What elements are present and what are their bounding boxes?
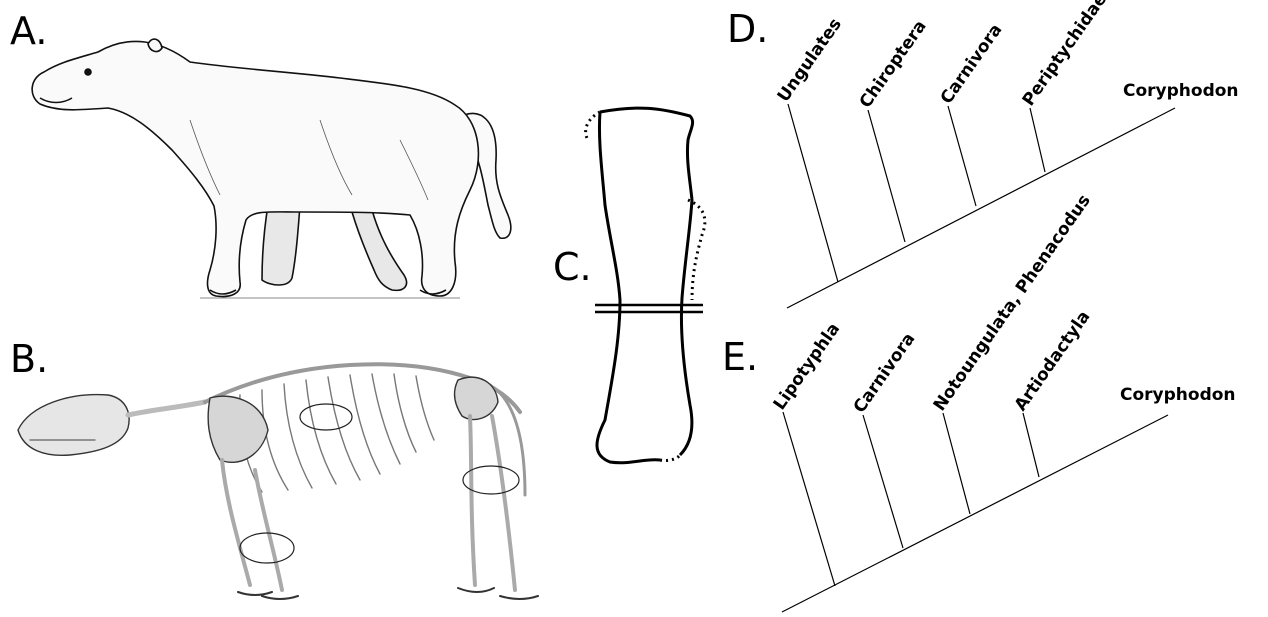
tree-d-branch-2 <box>868 110 905 242</box>
tree-e-taxon-4: Artiodactyla <box>1011 307 1095 415</box>
bone-outline <box>586 108 705 463</box>
tree-e-taxon-2: Carnivora <box>850 329 920 417</box>
tree-d-taxon-5: Coryphodon <box>1123 81 1239 101</box>
cladogram-d-labels: Ungulates Chiroptera Carnivora Periptych… <box>774 0 1239 112</box>
tree-e-taxon-5: Coryphodon <box>1120 385 1236 405</box>
tree-e-branch-3 <box>943 413 970 514</box>
cladogram-d <box>787 104 1175 308</box>
tree-d-taxon-4: Periptychidae <box>1019 0 1112 110</box>
tree-d-taxon-1: Ungulates <box>774 15 846 106</box>
tree-e-taxon-3: Notoungulata, Phenacodus <box>930 191 1095 415</box>
tree-d-taxon-3: Carnivora <box>937 20 1007 108</box>
tree-d-backbone <box>787 108 1175 308</box>
cladogram-e-labels: Lipotyphla Carnivora Notoungulata, Phena… <box>770 191 1236 417</box>
tree-e-branch-2 <box>863 415 903 548</box>
tree-d-branch-3 <box>948 106 976 206</box>
tree-e-taxon-1: Lipotyphla <box>770 319 844 413</box>
tree-e-backbone <box>782 415 1168 612</box>
tree-d-taxon-2: Chiroptera <box>856 17 931 112</box>
tree-e-branch-1 <box>783 412 835 586</box>
tree-d-branch-1 <box>788 104 838 282</box>
skeleton-drawing <box>18 364 538 599</box>
cladogram-e <box>782 412 1168 612</box>
tree-e-branch-4 <box>1023 413 1039 477</box>
tree-d-branch-4 <box>1030 108 1045 172</box>
animal-reconstruction <box>32 39 511 298</box>
